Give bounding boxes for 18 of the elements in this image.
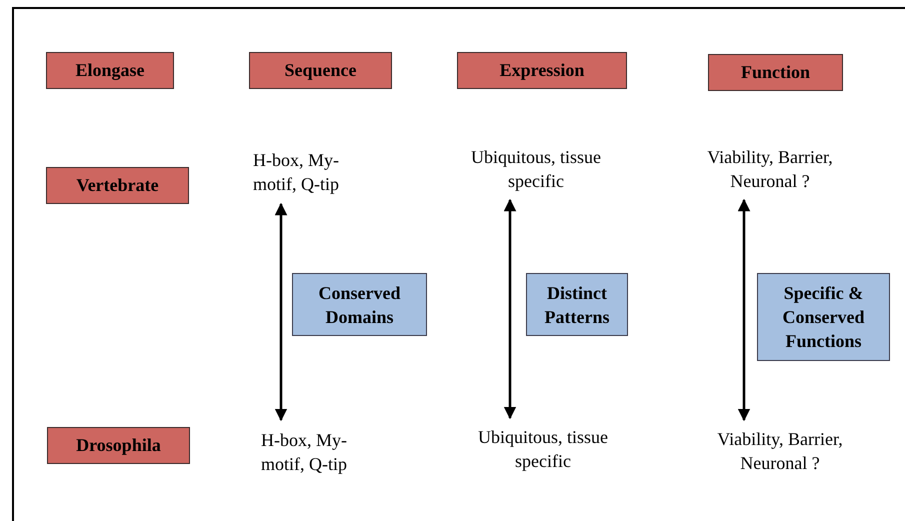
annotation-box: Distinct Patterns: [526, 273, 628, 336]
header-box: Expression: [457, 52, 627, 89]
header-box: Function: [708, 54, 843, 91]
annotation-box: Conserved Domains: [292, 273, 427, 336]
node-text: H-box, My-motif, Q-tip: [236, 146, 356, 198]
node-text: H-box, My-motif, Q-tip: [244, 426, 364, 478]
header-box: Vertebrate: [46, 167, 189, 204]
annotation-box: Specific & Conserved Functions: [757, 273, 890, 361]
header-box: Elongase: [46, 52, 174, 89]
node-text: Viability, Barrier, Neuronal ?: [690, 144, 850, 194]
header-box: Sequence: [249, 52, 392, 89]
double-arrow: [738, 198, 750, 422]
double-arrow: [274, 202, 288, 422]
node-text: Ubiquitous, tissue specific: [452, 144, 620, 194]
header-box: Drosophila: [47, 427, 190, 464]
node-text: Viability, Barrier, Neuronal ?: [700, 426, 860, 476]
double-arrow: [504, 198, 516, 420]
node-text: Ubiquitous, tissue specific: [459, 424, 627, 474]
